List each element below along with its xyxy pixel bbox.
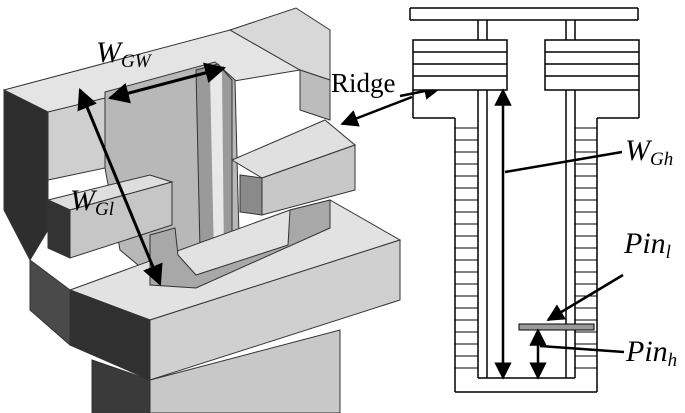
front-slot-cut — [149, 199, 331, 289]
mid-ledge-dark — [47, 199, 71, 259]
bottom-left-dark — [29, 259, 71, 347]
pinl-label: Pinl — [623, 227, 671, 263]
left-block-front — [47, 97, 106, 181]
cross-section — [409, 7, 640, 393]
wgw-label: WGW — [96, 36, 153, 72]
pinh-label: Pinh — [625, 335, 677, 371]
probe-pin — [518, 323, 595, 331]
wgh-label: WGh — [625, 134, 673, 170]
upper-left-block — [412, 39, 508, 91]
wgl-arrow — [77, 88, 163, 286]
upper-right-block-side — [299, 69, 331, 121]
upper-right-block — [544, 39, 640, 91]
upper-right-block-top — [228, 7, 331, 81]
dimension-arrows-section — [494, 88, 625, 380]
wgh-pointer — [504, 150, 623, 174]
wgl-label: WGl — [70, 184, 114, 220]
dimension-arrows-3d — [77, 62, 227, 286]
right-notch — [239, 174, 263, 216]
stem-dark-face — [91, 359, 151, 413]
pinh-pointer — [539, 344, 625, 354]
shell-hatching — [455, 127, 597, 369]
ridge-label: Ridge — [331, 68, 396, 98]
pinl-pointer — [546, 273, 624, 322]
ridge-highlight — [210, 72, 224, 258]
ridge-pointer-left — [340, 95, 413, 127]
left-block-dark-side — [3, 89, 49, 262]
